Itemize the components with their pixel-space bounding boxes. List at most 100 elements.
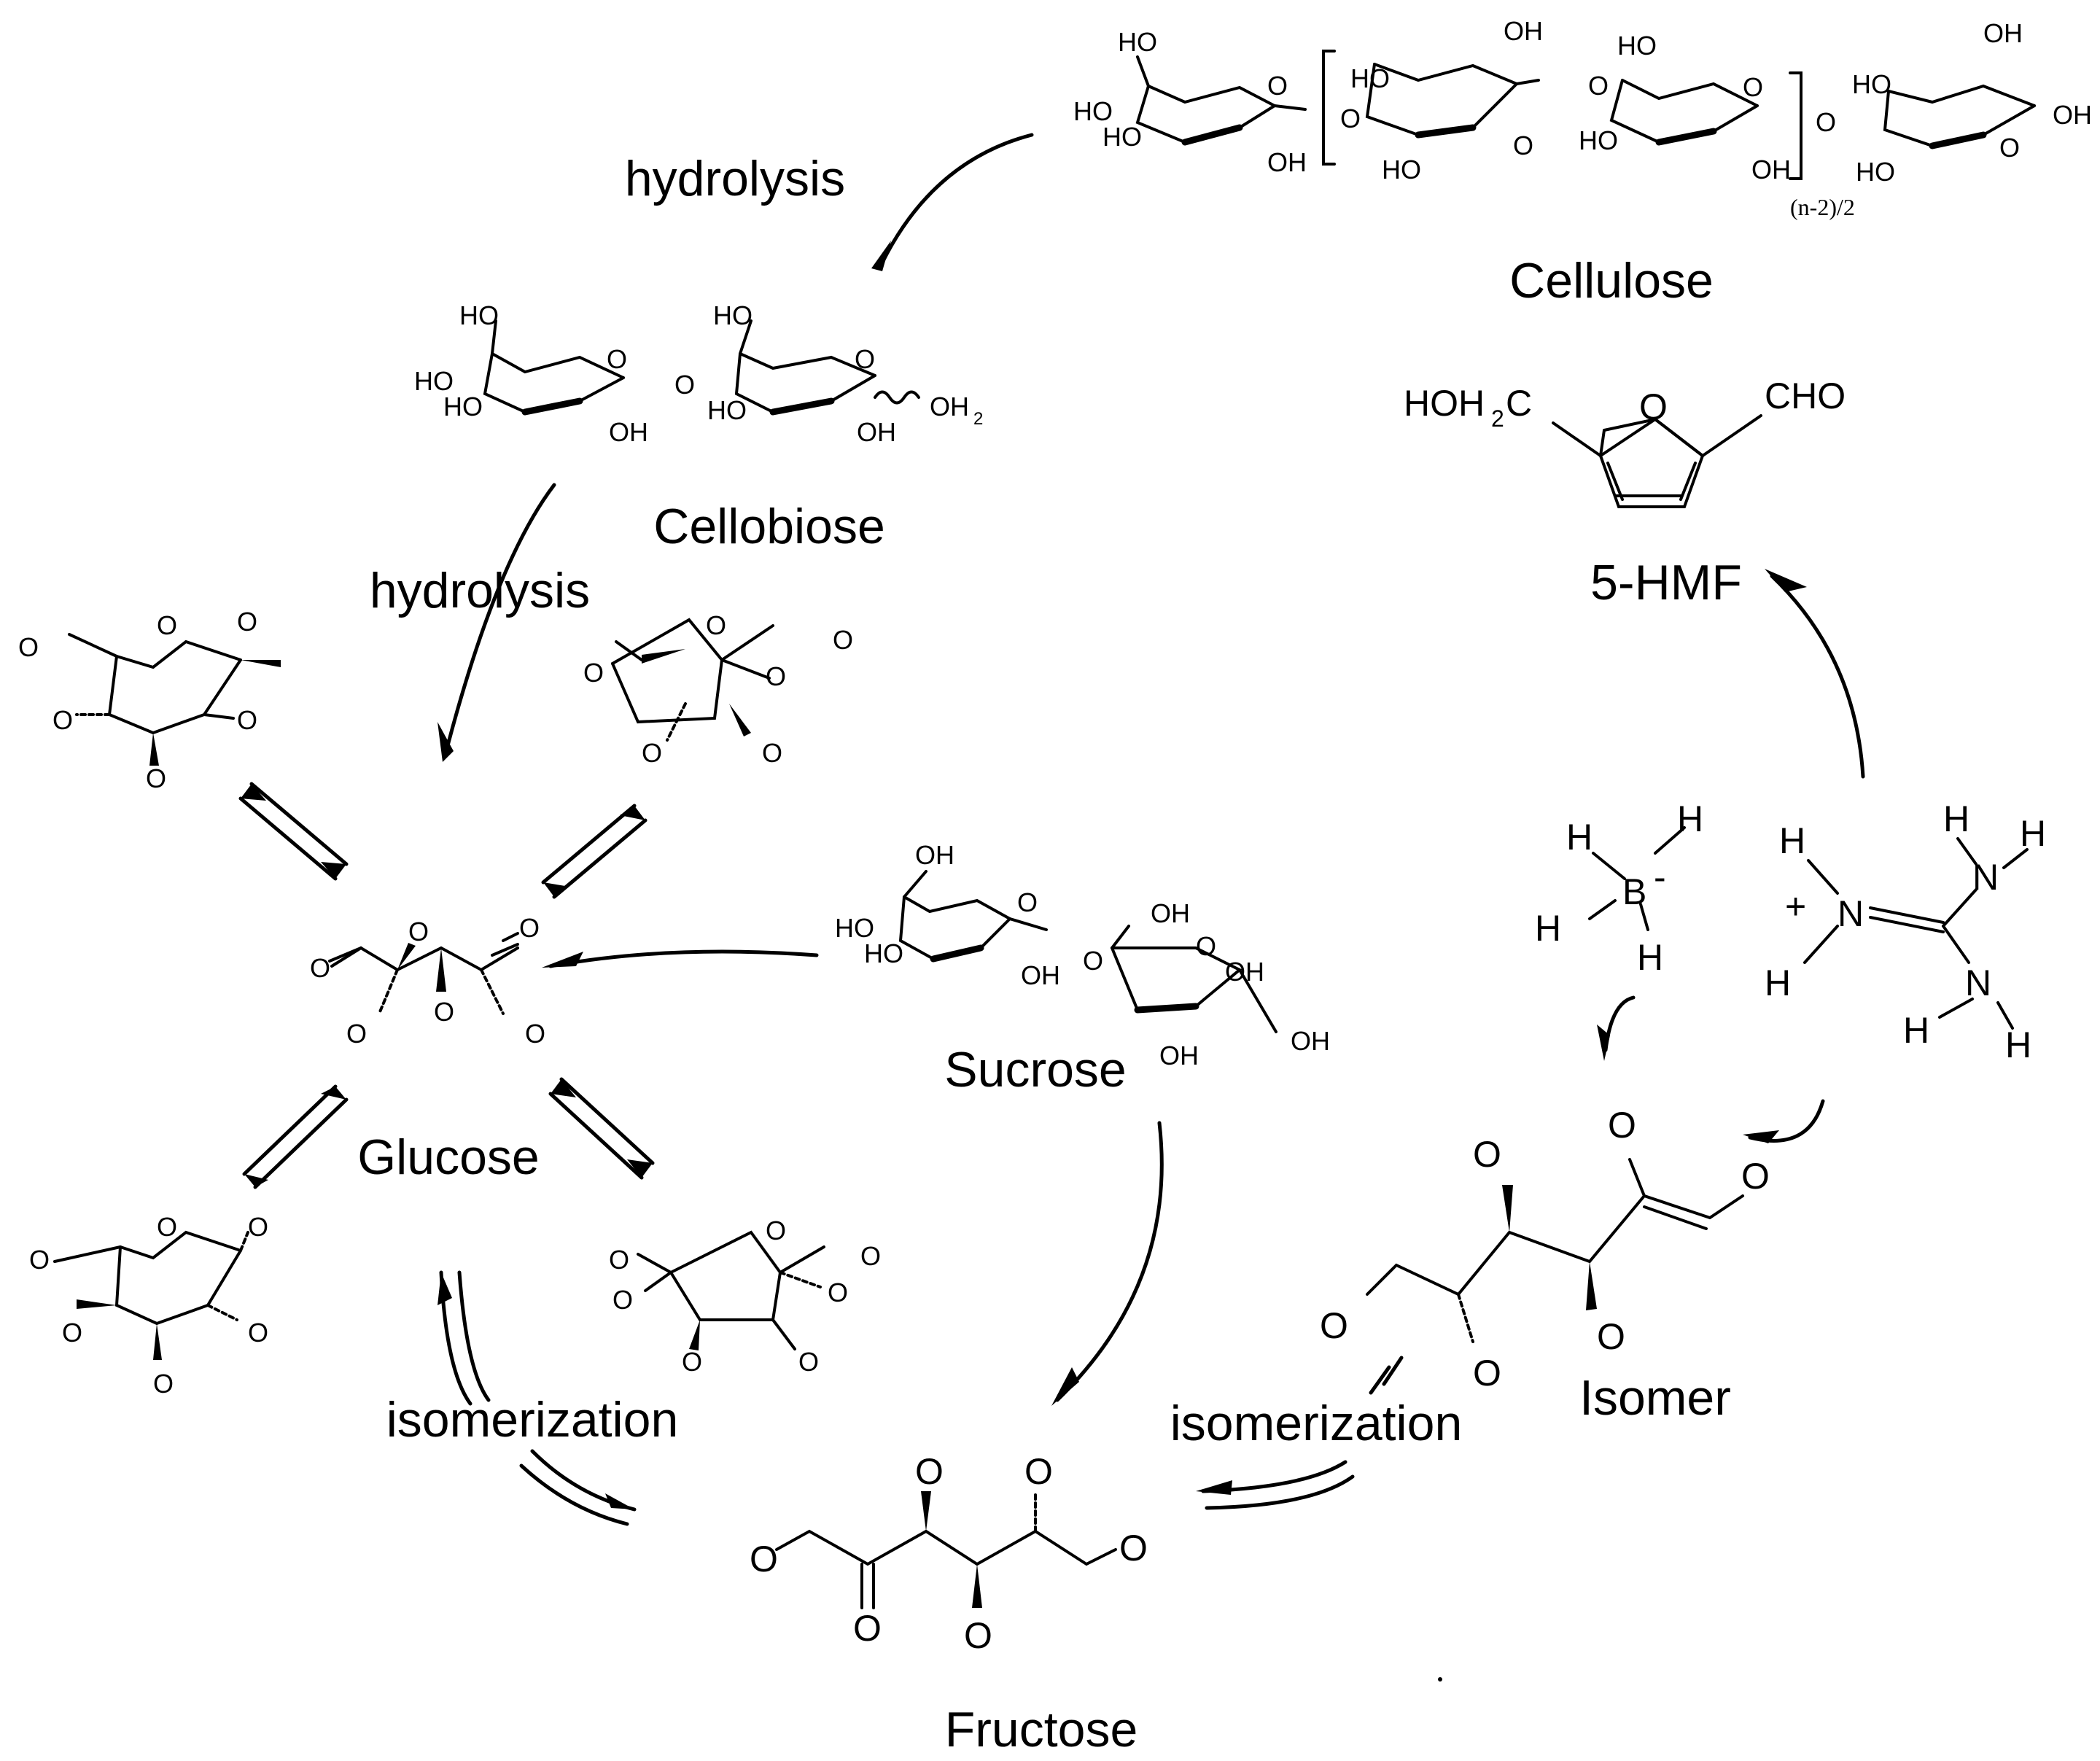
label-cellobiose: Cellobiose [653, 499, 885, 554]
fructose-structure: O O O O O O [750, 1451, 1148, 1656]
cellulose-oh-2: OH [1504, 16, 1543, 46]
cellobiose-oh2-subscript: 2 [973, 409, 983, 429]
sucrose-oh-4: OH [1225, 957, 1264, 987]
glucose-o-aldehyde: O [519, 913, 540, 943]
cellobiose-o-ring2: O [855, 344, 875, 374]
cellobiose-o-ring1: O [607, 344, 627, 374]
alpha-furanose-o-ring: O [766, 1216, 786, 1245]
sucrose-oh-2: OH [1021, 960, 1060, 990]
guan-h-6: H [2005, 1025, 2031, 1065]
boro-minus: - [1654, 857, 1666, 898]
hmf-hoh-label: HOH [1404, 383, 1485, 424]
cellobiose-oh-2: OH [857, 417, 896, 447]
equilibrium-isomer-fructose [1196, 1356, 1404, 1510]
cellobiose-structure: HO HO HO OH O O HO HO O OH OH 2 [414, 300, 983, 447]
alpha-furanose-o-4: O [798, 1347, 819, 1377]
isomer-o-2: O [1608, 1105, 1636, 1146]
alpha-furanose-o-5: O [612, 1285, 633, 1315]
cellulose-oh-1: OH [1267, 147, 1307, 177]
sucrose-o-link: O [1083, 946, 1103, 976]
beta-glucofuranose-structure: O O O O O O [583, 610, 853, 768]
guan-n-2: N [1972, 857, 1999, 898]
hmf-structure: O HOH 2 C CHO [1404, 376, 1846, 508]
sucrose-oh-3: OH [1151, 898, 1190, 928]
boro-h-2: H [1677, 798, 1703, 839]
guan-h-1: H [1779, 820, 1805, 861]
glucose-o-4: O [346, 1019, 367, 1049]
glucose-structure: O O O O O O [310, 913, 545, 1049]
step-hydrolysis-top: hydrolysis [625, 151, 845, 206]
fructose-o-3: O [915, 1451, 944, 1492]
hmf-cho-label: CHO [1765, 376, 1846, 416]
isomer-structure: O O O O O O [1320, 1105, 1770, 1393]
stray-dot [1438, 1677, 1442, 1682]
isomer-o-6: O [1320, 1305, 1348, 1346]
equilibrium-glucose-beta-pyranose [238, 782, 349, 881]
equilibrium-glucose-alpha-furanose [548, 1077, 655, 1180]
cellulose-oh-4: OH [1983, 18, 2023, 48]
sucrose-structure: OH HO HO O OH O OH O OH OH OH [835, 840, 1330, 1070]
cellulose-ho-1: HO [1118, 27, 1157, 57]
equilibrium-glucose-fructose [438, 1270, 637, 1526]
equilibrium-glucose-beta-furanose [541, 804, 648, 899]
beta-furanose-o-2: O [766, 661, 786, 691]
fructose-o-6: O [1119, 1528, 1148, 1568]
label-sucrose: Sucrose [944, 1042, 1126, 1097]
sucrose-ho-1: HO [835, 913, 874, 943]
arrow-cellobiose-to-glucose [438, 483, 556, 762]
cellobiose-ho-3: HO [443, 392, 483, 421]
label-cellulose: Cellulose [1509, 253, 1714, 308]
beta-furanose-o-4: O [762, 738, 782, 768]
sucrose-oh-5: OH [1159, 1041, 1199, 1070]
cellobiose-oh2-label: OH [930, 392, 969, 421]
cellulose-o-ring2: O [1513, 131, 1533, 160]
boro-h-1: H [1566, 817, 1592, 858]
cellobiose-ho-1: HO [459, 300, 499, 330]
sucrose-ho-2: HO [864, 938, 903, 968]
label-glucose: Glucose [357, 1130, 539, 1185]
glucose-o-3: O [434, 997, 454, 1027]
alpha-pyranose-o-1: O [248, 1212, 268, 1242]
boro-h-3: H [1535, 908, 1561, 949]
isomer-o-4: O [1473, 1134, 1501, 1175]
arrow-sucrose-to-glucose [542, 949, 819, 968]
step-isomerization-right: isomerization [1170, 1396, 1463, 1451]
guanidinium-structure: H + N H H H N N H H [1765, 798, 2046, 1065]
fructose-o-keto: O [853, 1608, 882, 1649]
arrow-cellulose-to-cellobiose [871, 133, 1034, 271]
isomer-o-1: O [1741, 1156, 1770, 1197]
arrow-borohydride-curved [1597, 995, 1636, 1061]
guan-n-1: N [1838, 893, 1864, 934]
alpha-furanose-o-1: O [860, 1241, 881, 1271]
alpha-pyranose-o-3: O [153, 1369, 174, 1399]
glucose-o-6: O [310, 953, 330, 983]
isomer-o-3: O [1597, 1316, 1625, 1357]
boro-b: B [1622, 871, 1646, 912]
cellulose-structure: HO HO HO OH O O HO HO OH O O HO HO O OH … [1073, 16, 2092, 220]
fructose-o-4: O [964, 1615, 992, 1656]
cellobiose-oh-1: OH [609, 417, 648, 447]
guan-h-2: H [1765, 963, 1791, 1003]
cellulose-o-ring4: O [1999, 133, 2020, 163]
cellulose-ho-4: HO [1350, 63, 1390, 93]
label-5hmf: 5-HMF [1590, 555, 1742, 610]
boro-h-4: H [1637, 937, 1663, 978]
arrow-isomer-to-hmf [1765, 569, 1865, 779]
beta-furanose-o-3: O [642, 738, 662, 768]
cellulose-ho-3: HO [1102, 122, 1142, 152]
label-fructose: Fructose [945, 1702, 1138, 1757]
step-isomerization-left: isomerization [386, 1392, 679, 1447]
hmf-c-label: C [1506, 383, 1532, 424]
alpha-pyranose-o-4: O [62, 1318, 82, 1348]
beta-furanose-o-ring: O [706, 610, 726, 640]
beta-pyranose-o-ring: O [157, 610, 177, 640]
alpha-furanose-o-3: O [682, 1347, 702, 1377]
cellobiose-ho-2: HO [414, 366, 454, 396]
cellulose-ho-9: HO [1856, 157, 1895, 187]
equilibrium-glucose-alpha-pyranose [242, 1084, 349, 1189]
beta-pyranose-o-4: O [52, 705, 73, 735]
borohydride-structure: H H B - H H [1535, 798, 1703, 978]
guan-h-4: H [2020, 813, 2046, 854]
fructose-o-5: O [1024, 1451, 1053, 1492]
